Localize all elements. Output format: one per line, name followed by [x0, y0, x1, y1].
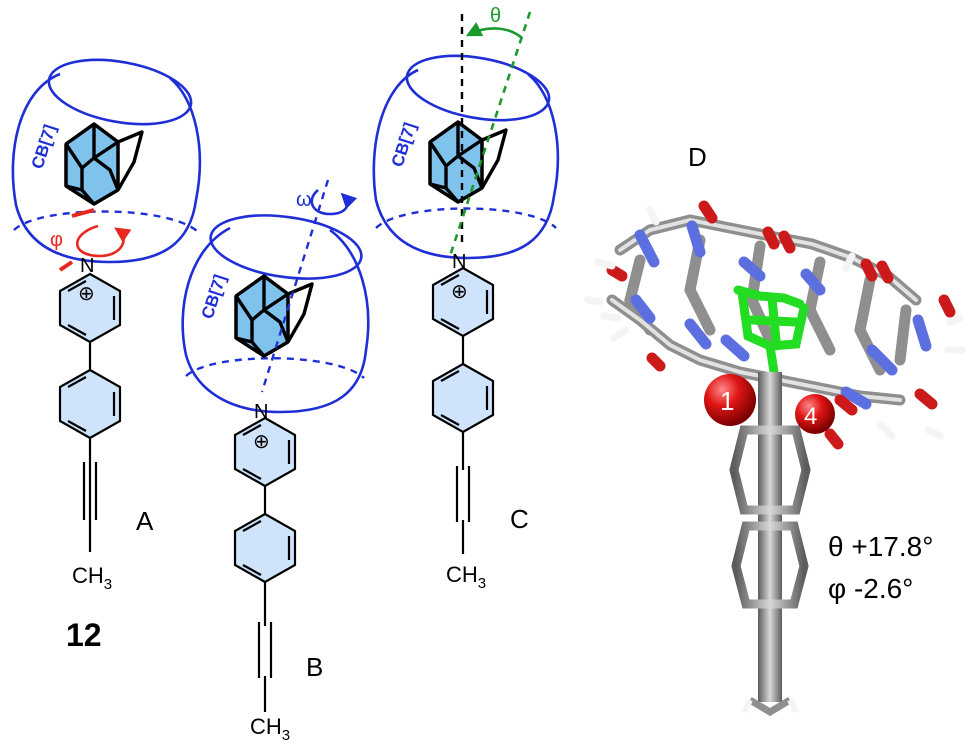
panel-b: CB[7] ω N ⊕ CH3 B	[181, 179, 370, 744]
guest-axle	[729, 372, 811, 717]
cb7-rim-bottom-c	[375, 207, 557, 229]
methyl-a: CH3	[72, 563, 112, 593]
atom-marker-4-label: 4	[804, 403, 817, 430]
cb7-host-b	[181, 226, 370, 414]
adamantane-c	[428, 120, 508, 204]
phi-symbol-a: φ	[50, 229, 63, 251]
panel-label-c: C	[510, 504, 529, 534]
panel-label-b: B	[306, 652, 323, 682]
phi-bond-marker-a2	[58, 260, 74, 272]
cb7-rim-bottom-b	[185, 357, 365, 379]
cb7-rim-top-c	[405, 54, 551, 122]
cation-a: ⊕	[78, 283, 95, 305]
nitrogen-a: N	[80, 255, 94, 277]
omega-rotation-arrow	[310, 189, 358, 216]
panel-label-a: A	[136, 506, 154, 536]
panel-label-d: D	[688, 142, 707, 172]
host-label-a: CB[7]	[28, 122, 60, 171]
host-label-b: CB[7]	[198, 272, 230, 321]
tilt-axis	[448, 11, 532, 257]
panel-a: CB[7] φ N ⊕ CH3 A 12	[11, 58, 202, 653]
host-label-c: CB[7]	[388, 120, 420, 169]
cb7-host-c	[372, 68, 560, 260]
phenyl-ring-b	[233, 512, 297, 584]
phenyl-ring-a	[58, 368, 122, 440]
methyl-b: CH3	[250, 714, 290, 744]
compound-number: 12	[66, 617, 102, 653]
theta-arc-arrow	[465, 22, 523, 40]
atom-marker-1-label: 1	[720, 386, 734, 416]
cb7-stick-model	[584, 200, 966, 450]
cation-c: ⊕	[451, 281, 468, 303]
panel-c: CB[7] θ N ⊕ CH3 C	[372, 5, 560, 592]
phi-value: φ -2.6°	[828, 573, 913, 604]
adamantane-a	[64, 122, 144, 206]
atom-marker-4	[795, 394, 835, 434]
atom-marker-1	[704, 374, 756, 426]
cb7-rim-top-a	[47, 58, 193, 126]
omega-axis	[260, 179, 330, 393]
adamantane-b	[234, 274, 314, 358]
omega-symbol: ω	[296, 189, 312, 211]
cb7-rim-top-b	[209, 214, 363, 280]
cation-b: ⊕	[253, 431, 270, 453]
phi-rotation-arrow	[75, 224, 132, 258]
phi-bond-marker-a	[71, 208, 95, 218]
theta-symbol-c: θ	[490, 5, 501, 27]
theta-value: θ +17.8°	[828, 531, 933, 562]
cb7-rim-bottom-a	[13, 210, 199, 233]
methyl-c: CH3	[446, 562, 486, 592]
phenyl-ring-c	[431, 362, 495, 434]
cb7-host-a	[11, 72, 202, 264]
panel-d: D	[584, 142, 966, 717]
